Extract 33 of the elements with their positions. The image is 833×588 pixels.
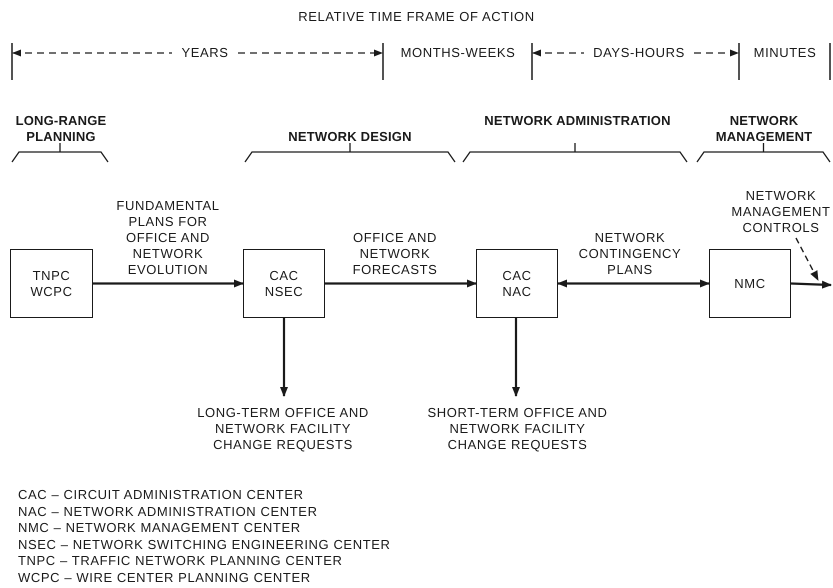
process-box: [10, 249, 93, 318]
abbreviation-definition: TNPC – TRAFFIC NETWORK PLANNING CENTER: [18, 553, 342, 570]
time-scale-label: YEARS: [180, 45, 230, 61]
arrow: [790, 280, 832, 289]
output-text: SHORT-TERM OFFICE AND NETWORK FACILITY CHANGE REQUESTS: [420, 396, 615, 462]
box-label: TNPC WCPC: [29, 268, 74, 300]
process-box: [476, 249, 558, 318]
abbreviation-definition: NMC – NETWORK MANAGEMENT CENTER: [18, 520, 301, 536]
time-scale-label: DAYS-HOURS: [592, 45, 686, 61]
arrow: [557, 280, 710, 288]
time-scale-label: MONTHS-WEEKS: [400, 45, 516, 61]
diagram-title: RELATIVE TIME FRAME OF ACTION: [297, 9, 536, 25]
process-box: [709, 249, 791, 318]
phase-heading: NETWORK DESIGN: [287, 129, 413, 145]
phase-heading: NETWORK ADMINISTRATION: [483, 113, 672, 129]
arrow: [512, 318, 520, 397]
process-box: [243, 249, 325, 318]
dashed-arrow: [795, 238, 819, 281]
output-text: LONG-TERM OFFICE AND NETWORK FACILITY CHANGE REQUESTS: [188, 396, 378, 462]
box-label: CAC NSEC: [264, 268, 304, 300]
time-scale-label: MINUTES: [752, 45, 818, 61]
arrow: [93, 280, 244, 288]
arrow: [280, 318, 288, 397]
box-label: CAC NAC: [501, 268, 533, 300]
phase-heading: NETWORK MANAGEMENT: [714, 113, 814, 145]
abbreviation-definition: NSEC – NETWORK SWITCHING ENGINEERING CENTER: [18, 536, 390, 553]
phase-heading: LONG-RANGE PLANNING: [14, 113, 108, 145]
annotation-text: NETWORK MANAGEMENT CONTROLS: [726, 186, 833, 238]
arrow: [325, 280, 477, 288]
abbreviation-definition: WCPC – WIRE CENTER PLANNING CENTER: [18, 570, 311, 586]
abbreviation-definition: CAC – CIRCUIT ADMINISTRATION CENTER: [18, 487, 304, 504]
box-label: NMC: [734, 276, 766, 292]
abbreviation-definition: NAC – NETWORK ADMINISTRATION CENTER: [18, 504, 318, 520]
